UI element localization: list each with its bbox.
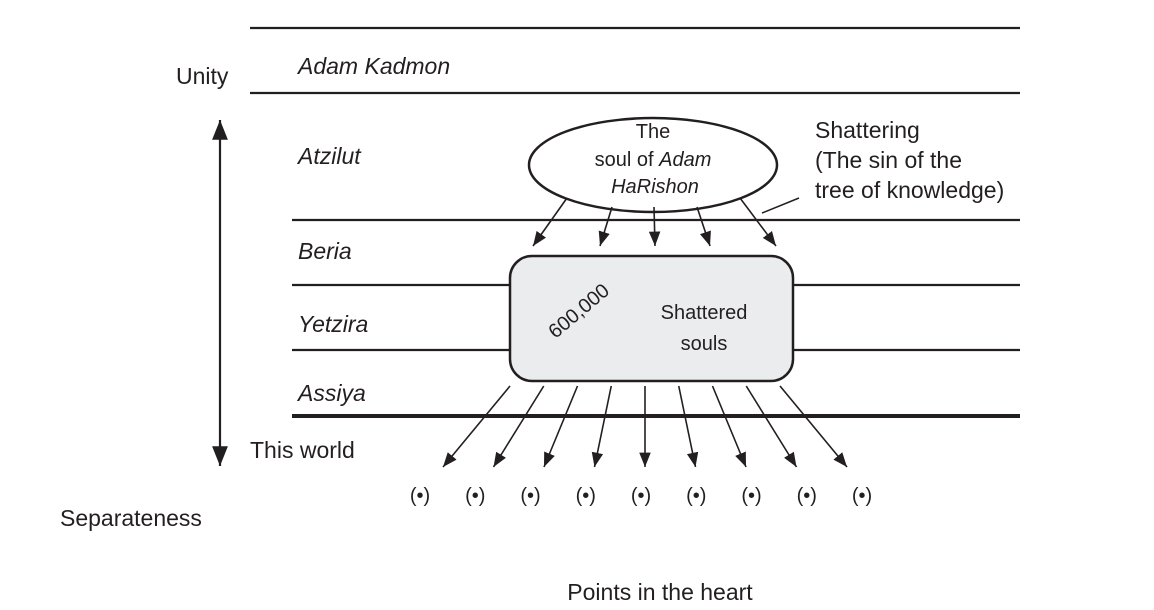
- soul-arrow: [532, 197, 568, 247]
- point-arrow: [442, 385, 511, 468]
- level-assiya: Assiya: [296, 380, 366, 406]
- points-row: (•) (•) (•) (•) (•) (•) (•) (•) (•): [410, 485, 872, 507]
- shattering-line1: Shattering: [815, 117, 920, 143]
- heart-point: (•): [410, 485, 430, 507]
- heart-point: (•): [741, 485, 761, 507]
- points-caption: Points in the heart: [567, 579, 753, 605]
- soul-line2-italic: Adam: [658, 149, 711, 171]
- soul-line2-text: soul of: [595, 149, 659, 171]
- level-beria: Beria: [298, 238, 352, 264]
- this-world-label: This world: [250, 437, 355, 463]
- soul-arrow: [739, 197, 777, 247]
- point-arrow: [745, 385, 798, 468]
- heart-point: (•): [520, 485, 540, 507]
- soul-arrows: [532, 197, 777, 247]
- point-arrow: [543, 385, 579, 468]
- shattering-line3: tree of knowledge): [815, 177, 1004, 203]
- heart-point: (•): [631, 485, 651, 507]
- unity-label: Unity: [176, 63, 229, 89]
- level-adam-kadmon: Adam Kadmon: [296, 53, 450, 79]
- soul-arrow: [696, 206, 711, 247]
- shattering-pointer: [761, 197, 800, 214]
- heart-point: (•): [576, 485, 596, 507]
- shattered-arrows: [442, 385, 848, 468]
- level-yetzira: Yetzira: [298, 311, 368, 337]
- heart-point: (•): [686, 485, 706, 507]
- point-arrow: [711, 385, 747, 468]
- level-atzilut: Atzilut: [296, 143, 362, 169]
- point-arrow: [492, 385, 545, 468]
- adam-harishon-ellipse: [527, 116, 779, 214]
- soul-arrow: [648, 206, 661, 247]
- point-arrow: [591, 385, 613, 468]
- shattered-souls-box: [508, 254, 795, 383]
- point-arrow: [779, 385, 848, 468]
- shattering-line2: (The sin of the: [815, 147, 962, 173]
- heart-point: (•): [465, 485, 485, 507]
- heart-point: (•): [852, 485, 872, 507]
- soul-line2: soul of Adam: [595, 149, 712, 171]
- point-arrow: [677, 385, 699, 468]
- separateness-label: Separateness: [60, 505, 202, 531]
- heart-point: (•): [797, 485, 817, 507]
- soul-line3: HaRishon: [611, 176, 699, 198]
- box-line1: Shattered: [661, 302, 748, 324]
- soul-arrow: [598, 206, 613, 247]
- box-line2: souls: [681, 333, 728, 355]
- soul-line1: The: [636, 121, 670, 143]
